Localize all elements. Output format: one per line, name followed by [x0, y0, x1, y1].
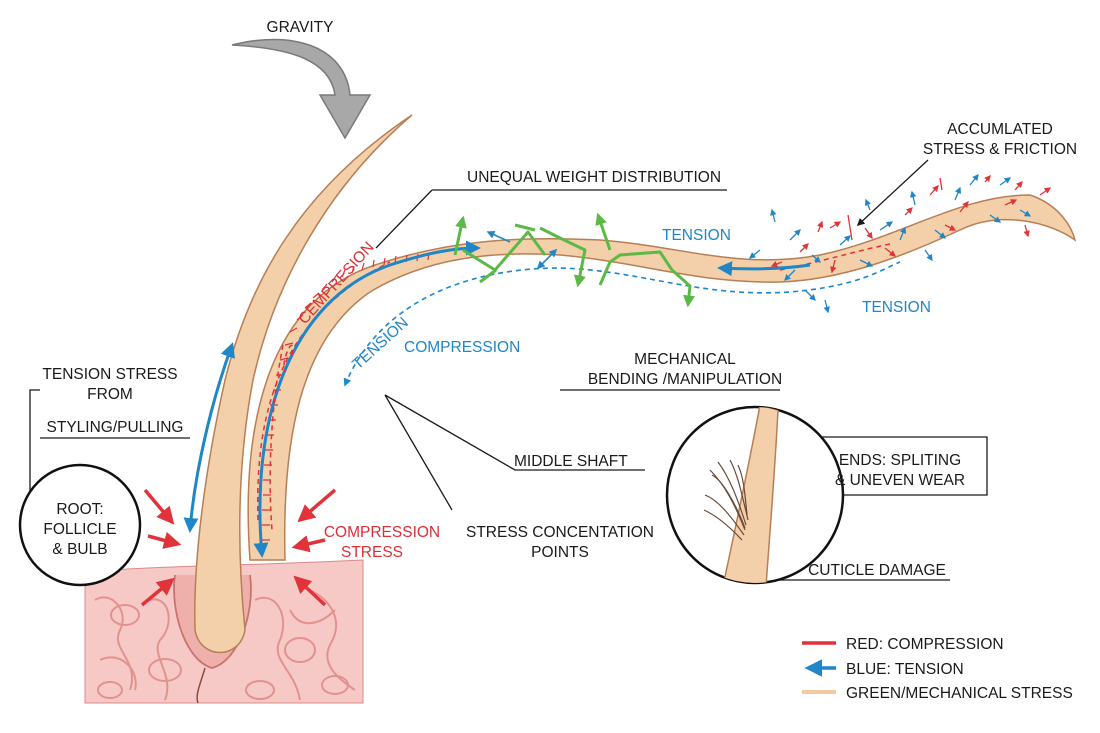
label-tension-shaft: TENSION: [349, 314, 412, 373]
label-compression-stress-2: STRESS: [341, 544, 403, 561]
legend-label-tension: BLUE: TENSION: [846, 661, 964, 678]
label-ends-2: & UNEVEN WEAR: [835, 472, 965, 489]
legend-item-compression: RED: COMPRESSION: [802, 636, 1004, 653]
legend-item-tension: BLUE: TENSION: [804, 659, 964, 678]
label-mechanical-2: BENDING /MANIPULATION: [588, 371, 782, 388]
tension-dashed-line: [343, 261, 901, 387]
tension-arrow-curve: [717, 261, 811, 277]
label-stress-points-1: STRESS CONCENTATION: [466, 524, 654, 541]
label-accumulated-1: ACCUMLATED: [947, 121, 1053, 138]
mechanical-stress-marks: [453, 212, 695, 308]
label-ends-1: ENDS: SPLITING: [839, 452, 961, 469]
label-cuticle-damage: CUTICLE DAMAGE: [808, 562, 946, 579]
legend: RED: COMPRESSION BLUE: TENSION GREEN/MEC…: [802, 636, 1073, 702]
split-ends-zoom: [665, 405, 845, 585]
root-compression-arrows: [140, 488, 337, 607]
label-unequal-weight: UNEQUAL WEIGHT DISTRIBUTION: [467, 169, 721, 186]
label-styling-pulling: STYLING/PULLING: [47, 419, 184, 436]
gravity-arrow-icon: [231, 38, 372, 140]
label-stress-points-2: POINTS: [531, 544, 589, 561]
label-tension-stress-1: TENSION STRESS: [42, 366, 177, 383]
tension-arrow-upright: [183, 342, 235, 533]
label-compression-stress-1: COMPRESSION: [324, 524, 440, 541]
legend-label-compression: RED: COMPRESSION: [846, 636, 1004, 653]
label-root-3: & BULB: [52, 541, 107, 558]
hair-strand-curved: [247, 194, 1077, 561]
label-middle-shaft: MIDDLE SHAFT: [514, 453, 628, 470]
label-accumulated-2: STRESS & FRICTION: [923, 141, 1077, 158]
root-callout-circle: [18, 463, 142, 587]
label-gravity: GRAVITY: [267, 19, 334, 36]
label-tension-stress-2: FROM: [87, 386, 133, 403]
label-mechanical-1: MECHANICAL: [634, 351, 736, 368]
label-root-1: ROOT:: [56, 501, 103, 518]
label-tension-top: TENSION: [662, 227, 731, 244]
label-root-2: FOLLICLE: [43, 521, 116, 538]
label-compression-mid: COMPRESSION: [404, 339, 520, 356]
legend-item-mechanical: GREEN/MECHANICAL STRESS: [802, 685, 1073, 702]
label-tension-right: TENSION: [862, 299, 931, 316]
accumulated-stress-marks: [748, 173, 1052, 314]
legend-label-mechanical: GREEN/MECHANICAL STRESS: [846, 685, 1073, 702]
